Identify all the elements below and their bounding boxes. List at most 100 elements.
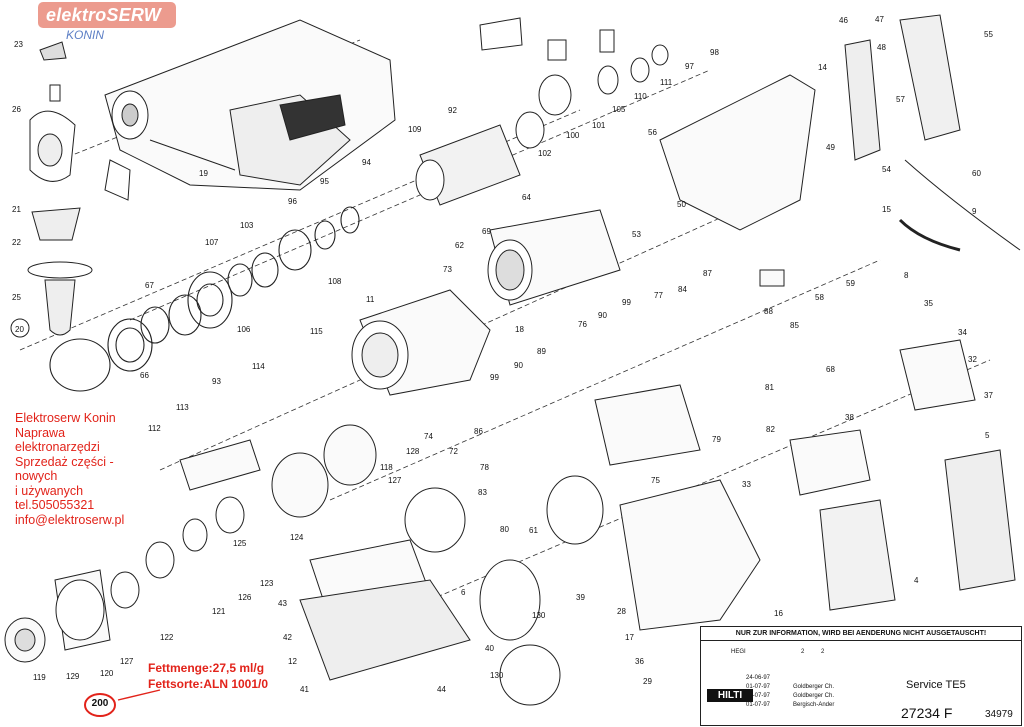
svg-text:112: 112 <box>148 424 161 433</box>
svg-text:129: 129 <box>66 672 80 681</box>
title-block-date: 01-07-97 <box>746 684 771 690</box>
svg-text:60: 60 <box>972 169 981 178</box>
title-block-date: 24-06-97 <box>746 675 771 681</box>
svg-text:9: 9 <box>972 207 977 216</box>
svg-text:49: 49 <box>826 143 835 152</box>
svg-text:121: 121 <box>212 607 226 616</box>
svg-text:75: 75 <box>651 476 660 485</box>
svg-text:48: 48 <box>877 43 886 52</box>
svg-text:86: 86 <box>474 427 483 436</box>
svg-text:120: 120 <box>100 669 114 678</box>
promo-line: Sprzedaż części - <box>15 454 114 469</box>
part-number-callouts: 23 26 21 22 25 20 19 66 67 107 106 103 1… <box>12 15 993 694</box>
motor-armature <box>789 339 1016 611</box>
svg-text:92: 92 <box>448 106 457 115</box>
svg-text:111: 111 <box>660 78 673 87</box>
svg-text:106: 106 <box>237 325 251 334</box>
svg-text:95: 95 <box>320 177 329 186</box>
promo-email: info@elektroserw.pl <box>15 512 125 527</box>
cylinder-assembly <box>351 124 621 396</box>
svg-text:54: 54 <box>882 165 891 174</box>
svg-text:125: 125 <box>233 539 247 548</box>
svg-text:96: 96 <box>288 197 297 206</box>
svg-text:12: 12 <box>288 657 297 666</box>
promo-line: Elektroserw Konin <box>15 411 116 425</box>
svg-text:78: 78 <box>480 463 489 472</box>
svg-text:17: 17 <box>625 633 634 642</box>
svg-text:87: 87 <box>703 269 712 278</box>
svg-text:64: 64 <box>522 193 531 202</box>
svg-text:126: 126 <box>238 593 252 602</box>
svg-text:23: 23 <box>14 40 23 49</box>
title-block-sheets: 2 <box>821 649 825 655</box>
svg-text:105: 105 <box>612 105 626 114</box>
svg-text:109: 109 <box>408 125 422 134</box>
title-block-name: Goldberger Ch. <box>793 684 835 690</box>
svg-text:103: 103 <box>240 221 254 230</box>
svg-text:99: 99 <box>622 298 631 307</box>
svg-text:130: 130 <box>490 671 504 680</box>
svg-text:69: 69 <box>482 227 491 236</box>
svg-text:89: 89 <box>537 347 546 356</box>
svg-text:38: 38 <box>845 413 854 422</box>
svg-text:26: 26 <box>12 105 21 114</box>
svg-text:41: 41 <box>300 685 309 694</box>
svg-text:25: 25 <box>12 293 21 302</box>
title-block-drawing-no: 27234 F <box>901 705 953 721</box>
svg-text:101: 101 <box>592 121 606 130</box>
svg-text:55: 55 <box>984 30 993 39</box>
svg-text:98: 98 <box>710 48 719 57</box>
svg-text:77: 77 <box>654 291 663 300</box>
svg-text:123: 123 <box>260 579 274 588</box>
promo-line: elektronarzędzi <box>15 440 100 454</box>
svg-text:56: 56 <box>648 128 657 137</box>
svg-text:20: 20 <box>15 325 24 334</box>
title-block-model: HEGI <box>731 649 746 655</box>
title-block-name: Bergisch-Ander <box>793 702 835 708</box>
logo-badge <box>38 2 176 28</box>
promo-text-block: Elektroserw Konin Naprawa elektronarzędz… <box>15 411 175 527</box>
svg-text:32: 32 <box>968 355 977 364</box>
svg-text:19: 19 <box>199 169 208 178</box>
hilti-logo: HILTI <box>707 689 753 702</box>
hammer-housing-top <box>104 19 396 191</box>
svg-text:85: 85 <box>790 321 799 330</box>
svg-text:61: 61 <box>529 526 538 535</box>
svg-text:15: 15 <box>882 205 891 214</box>
svg-text:127: 127 <box>120 657 134 666</box>
title-block-index: 34979 <box>985 709 1013 720</box>
chuck-assembly <box>4 424 377 663</box>
svg-text:74: 74 <box>424 432 433 441</box>
title-block-date: 01-07-97 <box>746 702 771 708</box>
svg-text:88: 88 <box>764 307 773 316</box>
svg-text:102: 102 <box>538 149 552 158</box>
svg-text:36: 36 <box>635 657 644 666</box>
grease-note: Fettmenge:27,5 ml/g Fettsorte:ALN 1001/0 <box>148 660 268 692</box>
svg-text:8: 8 <box>904 271 909 280</box>
svg-text:11: 11 <box>366 295 375 304</box>
svg-text:119: 119 <box>33 673 46 682</box>
svg-text:47: 47 <box>875 15 884 24</box>
svg-text:35: 35 <box>924 299 933 308</box>
svg-text:113: 113 <box>176 403 189 412</box>
svg-text:128: 128 <box>406 447 420 456</box>
svg-text:81: 81 <box>765 383 774 392</box>
svg-text:43: 43 <box>278 599 287 608</box>
title-block-name: Goldberger Ch. <box>793 693 835 699</box>
svg-text:90: 90 <box>598 311 607 320</box>
title-block-sheet: 2 <box>801 649 805 655</box>
promo-line: i używanych <box>15 483 84 498</box>
svg-text:68: 68 <box>826 365 835 374</box>
svg-text:21: 21 <box>12 205 21 214</box>
elektroserw-logo: elektroSERW KONIN <box>38 2 178 42</box>
svg-text:76: 76 <box>578 320 587 329</box>
svg-text:67: 67 <box>145 281 154 290</box>
svg-text:4: 4 <box>914 576 919 585</box>
svg-text:37: 37 <box>984 391 993 400</box>
svg-text:110: 110 <box>634 92 647 101</box>
svg-text:59: 59 <box>846 279 855 288</box>
svg-text:72: 72 <box>449 447 458 456</box>
svg-text:62: 62 <box>455 241 464 250</box>
